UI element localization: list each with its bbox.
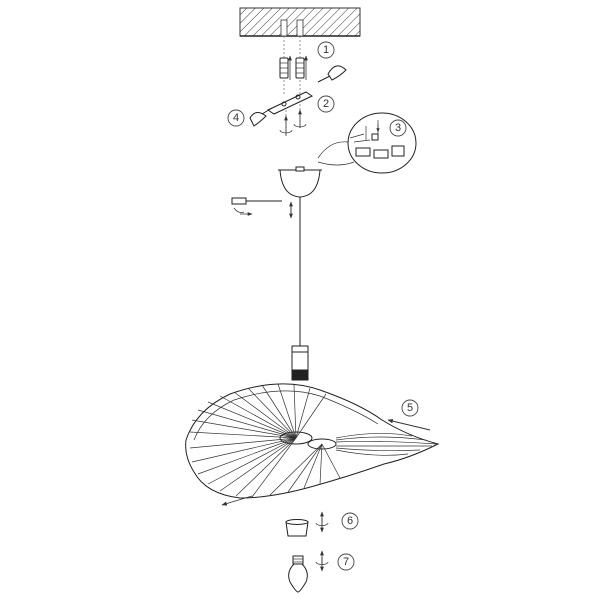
screwdriver-icon-step4 (249, 112, 267, 127)
screw-dowel-set (279, 36, 308, 96)
light-bulb-icon (288, 550, 329, 593)
screwdriver-icon (317, 65, 347, 83)
step-label-4: 4 (233, 112, 239, 124)
step-label-7: 7 (343, 556, 349, 568)
step-marker-7: 7 (337, 553, 355, 571)
step-label-5: 5 (407, 402, 413, 414)
wire-lampshade (185, 383, 440, 499)
step-label-2: 2 (323, 98, 329, 110)
mounting-bracket (261, 91, 314, 136)
step-label-6: 6 (347, 515, 353, 527)
arrow-lower-left (221, 495, 253, 506)
ceiling (239, 7, 361, 37)
step-label-3: 3 (395, 122, 401, 134)
step-marker-5: 5 (401, 399, 419, 417)
step-marker-3: 3 (389, 119, 407, 137)
shade-ring (285, 511, 329, 537)
step-marker-6: 6 (341, 512, 359, 530)
step-label-1: 1 (323, 44, 329, 56)
canopy-screw (231, 197, 293, 219)
canopy (278, 166, 322, 204)
lamp-socket (291, 345, 309, 381)
arrow-step5 (387, 419, 431, 431)
step-marker-2: 2 (317, 95, 335, 113)
step-marker-1: 1 (317, 41, 335, 59)
step-marker-4: 4 (227, 109, 245, 127)
